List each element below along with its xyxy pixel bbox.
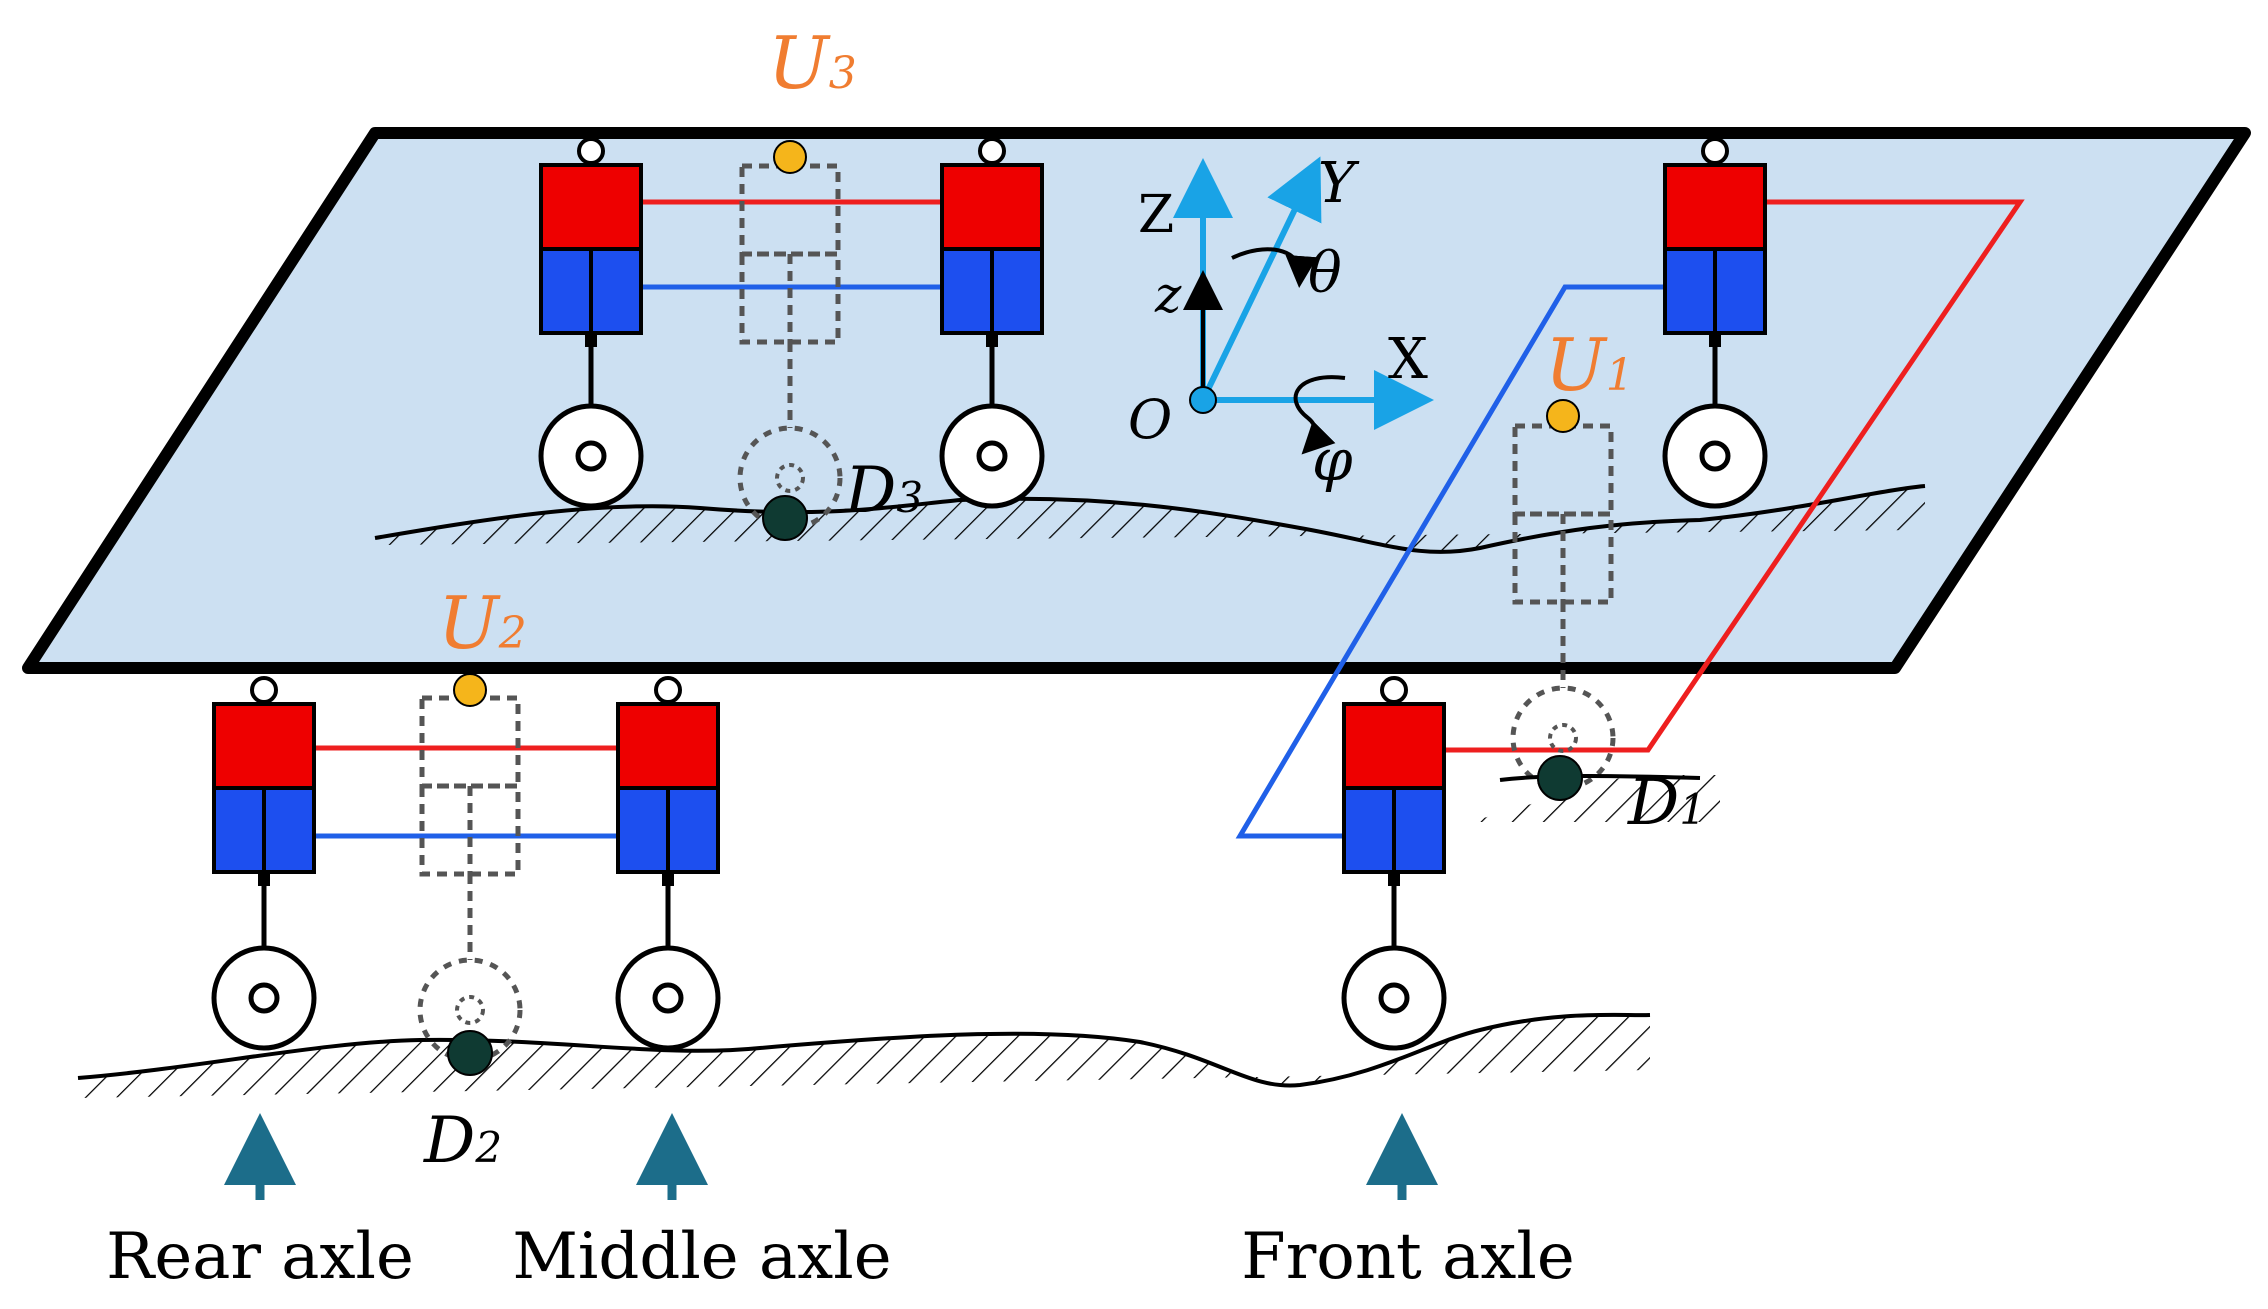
label-d1: D1 xyxy=(1627,766,1706,840)
label-d3: D3 xyxy=(844,454,923,528)
hydraulic-cylinder-icon xyxy=(618,678,718,1048)
label-u3: U3 xyxy=(768,21,857,105)
hydraulic-cylinder-icon xyxy=(942,139,1042,506)
point-d1 xyxy=(1537,755,1583,801)
axis-label-Z: Z xyxy=(1138,185,1174,245)
front-axle-label: Front axle xyxy=(1241,1220,1574,1294)
axis-label-Y: Y xyxy=(1318,151,1360,216)
rotation-phi-label: φ xyxy=(1312,426,1353,494)
point-u1 xyxy=(1546,399,1580,433)
point-d2 xyxy=(447,1030,493,1076)
axis-label-z: z xyxy=(1154,266,1182,324)
upper-pipes xyxy=(640,199,2025,839)
rotation-theta-label: θ xyxy=(1308,241,1342,306)
hydraulic-cylinder-icon xyxy=(1344,678,1444,1048)
origin-label: O xyxy=(1128,388,1172,451)
rear-axle-label: Rear axle xyxy=(106,1220,414,1294)
lower-pipes xyxy=(315,745,625,839)
upper-ground xyxy=(374,484,1926,554)
axis-label-X: X xyxy=(1388,327,1428,392)
point-u2 xyxy=(453,673,487,707)
coordinate-axes xyxy=(1173,156,1434,455)
label-u1: U1 xyxy=(1545,323,1634,407)
lower-ground xyxy=(77,1012,1651,1098)
middle-axle-label: Middle axle xyxy=(512,1220,891,1294)
point-u3 xyxy=(773,140,807,174)
hydraulic-cylinder-icon xyxy=(1665,139,1765,506)
virtual-cylinder-icon xyxy=(420,698,520,1060)
label-u2: U2 xyxy=(438,581,527,665)
hydraulic-cylinder-icon xyxy=(214,678,314,1048)
label-d2: D2 xyxy=(423,1104,502,1178)
point-d3 xyxy=(762,495,808,541)
hydraulic-cylinder-icon xyxy=(541,139,641,506)
